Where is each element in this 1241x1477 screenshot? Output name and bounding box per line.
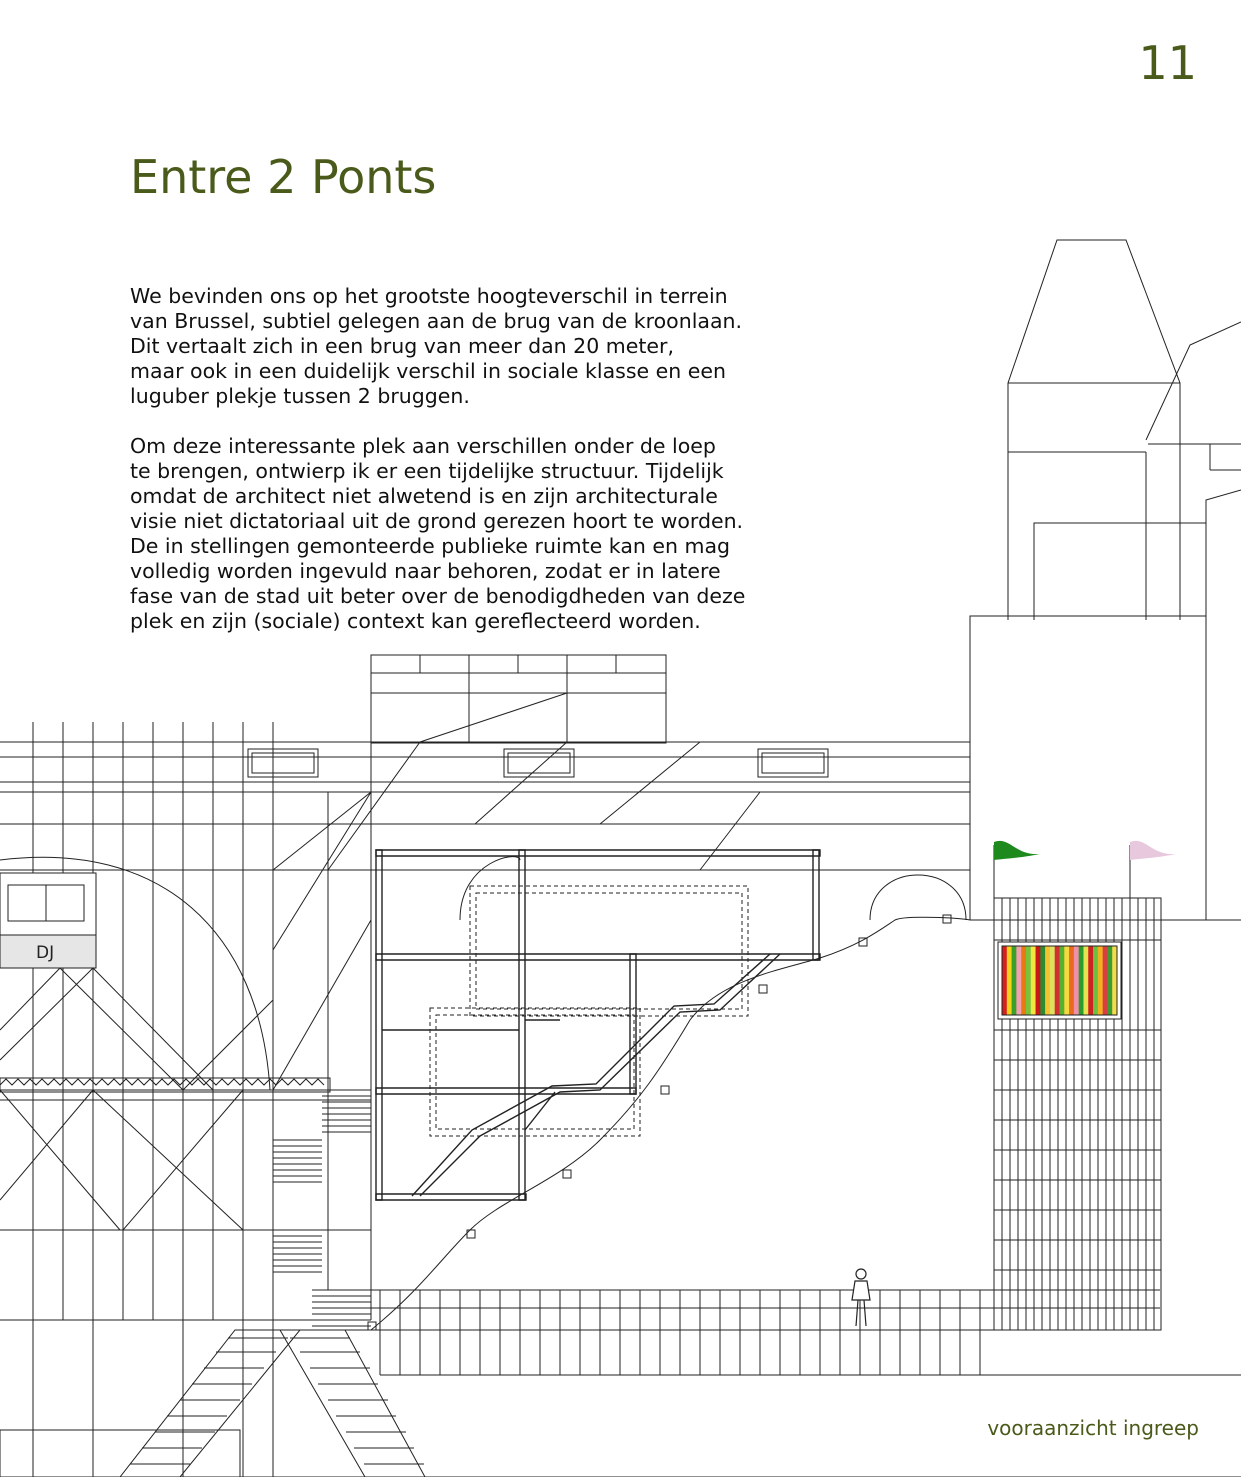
background-buildings: [970, 240, 1241, 920]
dj-label: DJ: [36, 943, 54, 963]
panel-stripe: [1073, 946, 1079, 1015]
body-text: We bevinden ons op het grootste hoogteve…: [130, 284, 770, 659]
panel-stripe: [1088, 946, 1094, 1015]
panel-stripe: [1045, 946, 1051, 1015]
flag-pink: [1130, 840, 1176, 860]
panel-stripe: [1112, 946, 1118, 1015]
flag-green: [994, 840, 1040, 860]
panel-stripe: [1069, 946, 1075, 1015]
panel-stripe: [1059, 946, 1065, 1015]
pavilion-structure: [376, 850, 820, 1200]
panel-stripe: [1011, 946, 1017, 1015]
paragraph-2: Om deze interessante plek aan verschille…: [130, 434, 746, 633]
panel-stripe: [1035, 946, 1041, 1015]
panel-stripe: [1049, 946, 1056, 1015]
scaffold-top: [371, 655, 666, 743]
page-title: Entre 2 Ponts: [130, 150, 437, 204]
panel-stripe: [1054, 946, 1060, 1015]
panel-stripe: [1016, 946, 1022, 1015]
panel-stripe: [1025, 946, 1032, 1015]
panel-stripe: [1078, 946, 1084, 1015]
panel-stripe: [1040, 946, 1046, 1015]
striped-panel: [998, 942, 1121, 1019]
panel-stripe: [1006, 946, 1012, 1015]
person-figure: [852, 1268, 870, 1326]
panel-stripe: [1093, 946, 1099, 1015]
figure-caption: vooraanzicht ingreep: [987, 1416, 1199, 1440]
panel-stripe: [1107, 946, 1113, 1015]
paragraph-1: We bevinden ons op het grootste hoogteve…: [130, 284, 743, 408]
panel-stripe: [1002, 946, 1008, 1015]
page-number: 11: [1138, 36, 1197, 90]
terrain-slope: [368, 915, 970, 1330]
dj-stage: DJ: [0, 857, 371, 1230]
panel-stripe: [1102, 946, 1108, 1015]
panel-stripe: [1083, 946, 1089, 1015]
flag-tower: [994, 845, 1161, 1330]
dashed-volumes: [430, 886, 748, 1136]
panel-stripe: [1030, 946, 1036, 1015]
panel-stripe: [1064, 946, 1070, 1015]
panel-stripe: [1021, 946, 1027, 1015]
panel-stripe: [1097, 946, 1103, 1015]
ground-fence: [325, 1290, 1241, 1375]
upper-bridge: [0, 742, 970, 920]
